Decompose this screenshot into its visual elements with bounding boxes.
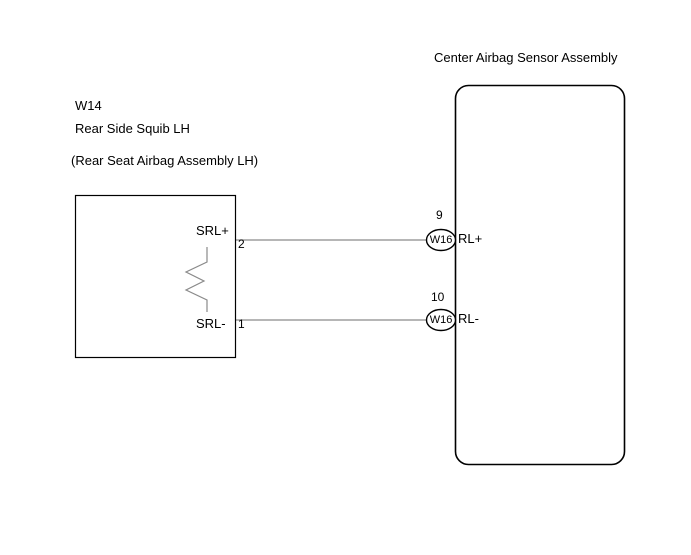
pin-number-9: 9 [436,208,443,222]
signal-label-srl-minus: SRL- [196,316,226,331]
connector-oval-top [425,228,457,252]
component-code-label: W14 [75,98,102,113]
signal-label-rl-minus: RL- [458,311,479,326]
connector-code-bottom: W16 [429,314,453,326]
component-subtitle-label: (Rear Seat Airbag Assembly LH) [71,153,259,168]
squib-box-outline [74,194,237,359]
sensor-box-outline [454,84,626,466]
sensor-assembly-title: Center Airbag Sensor Assembly [434,50,618,65]
squib-element-symbol [184,247,208,312]
pin-number-1: 1 [238,317,245,331]
component-name-label: Rear Side Squib LH [75,121,190,136]
signal-label-srl-plus: SRL+ [196,223,229,238]
pin-number-2: 2 [238,237,245,251]
connector-code-top: W16 [429,234,453,246]
connector-oval-bottom [425,308,457,332]
signal-label-rl-plus: RL+ [458,231,483,246]
pin-number-10: 10 [431,290,445,304]
